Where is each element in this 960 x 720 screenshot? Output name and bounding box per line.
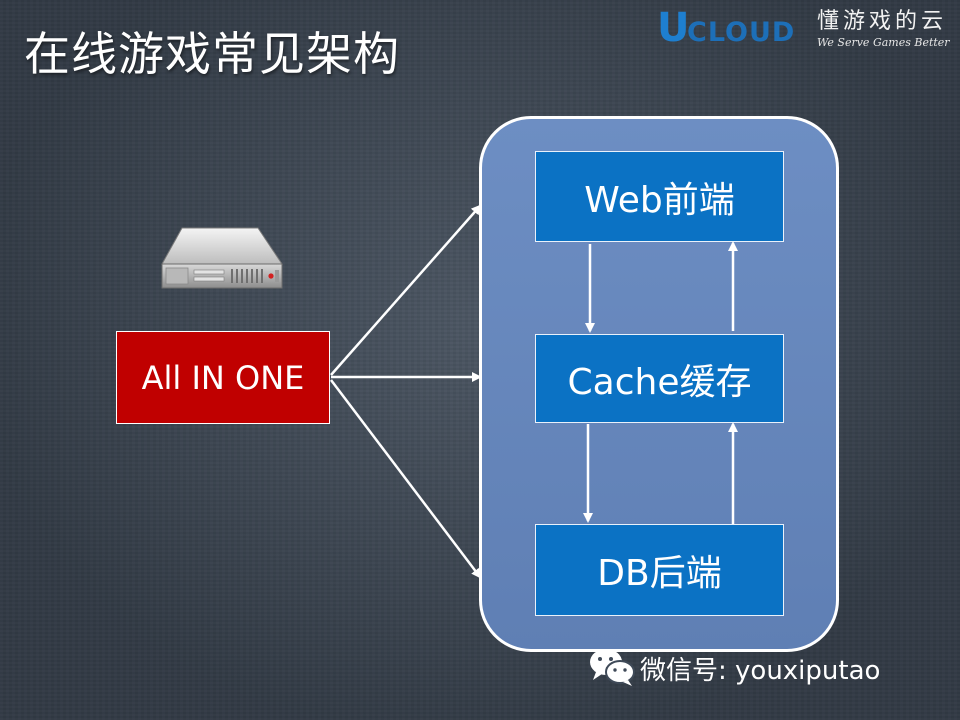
logo-slogan-en: We Serve Games Better: [817, 36, 950, 49]
slide-title: 在线游戏常见架构: [24, 27, 400, 81]
arrow-to-web: [330, 204, 482, 376]
wechat-id: 微信号: youxiputao: [640, 656, 881, 686]
wechat-icon: [590, 649, 635, 686]
ucloud-logo: U CLOUD 懂游戏的云 We Serve Games Better: [655, 4, 955, 54]
arrow-to-db: [330, 379, 482, 579]
db-backend-box: DB后端: [535, 524, 784, 616]
all-in-one-box: All IN ONE: [116, 331, 330, 424]
logo-brand-initial: U: [657, 5, 690, 51]
cache-box: Cache缓存: [535, 334, 784, 423]
logo-brand-name: CLOUD: [687, 17, 796, 48]
web-frontend-box: Web前端: [535, 151, 784, 242]
logo-slogan-cn: 懂游戏的云: [817, 9, 948, 34]
server-icon: [161, 227, 283, 289]
